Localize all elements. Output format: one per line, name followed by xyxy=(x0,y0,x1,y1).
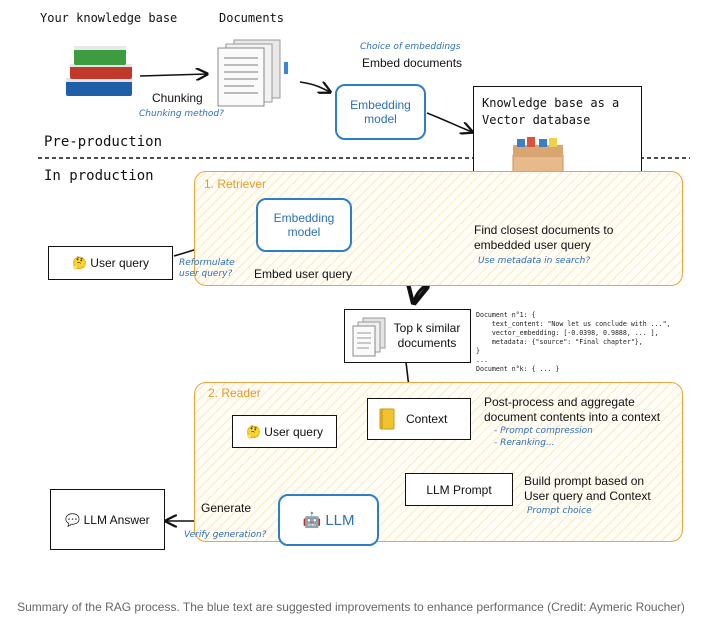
arrow-books-to-docs xyxy=(139,74,207,76)
reader-title: 2. Reader xyxy=(208,386,261,400)
topk-box: Top k similar documents xyxy=(344,309,471,363)
context-label: Context xyxy=(406,412,448,426)
reformulate-hint: Reformulate user query? xyxy=(179,258,235,279)
reranking-hint: - Reranking... xyxy=(494,438,555,448)
books-icon xyxy=(66,46,132,96)
generate-label: Generate xyxy=(201,501,252,515)
in-production-label: In production xyxy=(44,168,154,184)
figure-caption: Summary of the RAG process. The blue tex… xyxy=(17,600,685,614)
retriever-embedding-model-box: Embedding model xyxy=(256,198,352,252)
use-metadata-hint: Use metadata in search? xyxy=(478,256,591,266)
verify-generation-hint: Verify generation? xyxy=(184,530,267,540)
prompt-compression-hint: - Prompt compression xyxy=(494,426,593,436)
arrow-embed-to-db xyxy=(426,112,472,132)
choice-embeddings-hint: Choice of embeddings xyxy=(360,42,461,52)
llm-answer-box: 💬 LLM Answer xyxy=(50,489,165,550)
user-query-box: 🤔 User query xyxy=(48,246,173,280)
chunking-label: Chunking xyxy=(152,91,203,105)
topk-code-sample: Document n°1: { text_content: "Now let u… xyxy=(476,311,671,373)
llm-label: 🤖 LLM xyxy=(302,512,355,529)
kb-label: Your knowledge base xyxy=(40,11,178,25)
embedding-model-box: Embedding model xyxy=(335,84,426,140)
vector-db-label: Knowledge base as a Vector database xyxy=(482,96,620,127)
llm-box: 🤖 LLM xyxy=(278,494,379,546)
embed-user-query-label: Embed user query xyxy=(254,267,353,281)
topk-label: Top k similar documents xyxy=(393,321,461,350)
context-box: Context xyxy=(367,398,471,440)
build-prompt-label: Build prompt based on User query and Con… xyxy=(524,474,651,503)
documents-icon xyxy=(217,39,288,107)
llm-prompt-box: LLM Prompt xyxy=(405,473,513,506)
find-closest-label: Find closest documents to embedded user … xyxy=(474,223,614,252)
retriever-embedding-model-label: Embedding model xyxy=(273,211,335,239)
pre-production-label: Pre-production xyxy=(44,134,163,150)
reader-user-query-box: 🤔 User query xyxy=(232,415,337,448)
notebook-icon xyxy=(379,408,395,430)
arrow-docs-to-embed xyxy=(299,81,330,92)
llm-answer-label: 💬 LLM Answer xyxy=(65,512,150,527)
chunking-method-hint: Chunking method? xyxy=(139,109,224,119)
user-query-label: 🤔 User query xyxy=(72,256,149,270)
prompt-choice-hint: Prompt choice xyxy=(527,506,592,516)
retriever-title: 1. Retriever xyxy=(204,177,267,191)
post-process-label: Post-process and aggregate document cont… xyxy=(484,395,661,424)
stacked-documents-icon xyxy=(352,317,386,357)
docs-label: Documents xyxy=(219,11,285,25)
embedding-model-label: Embedding model xyxy=(350,98,411,126)
reader-user-query-label: 🤔 User query xyxy=(246,424,323,439)
llm-prompt-label: LLM Prompt xyxy=(426,482,492,497)
embed-documents-label: Embed documents xyxy=(362,56,463,70)
